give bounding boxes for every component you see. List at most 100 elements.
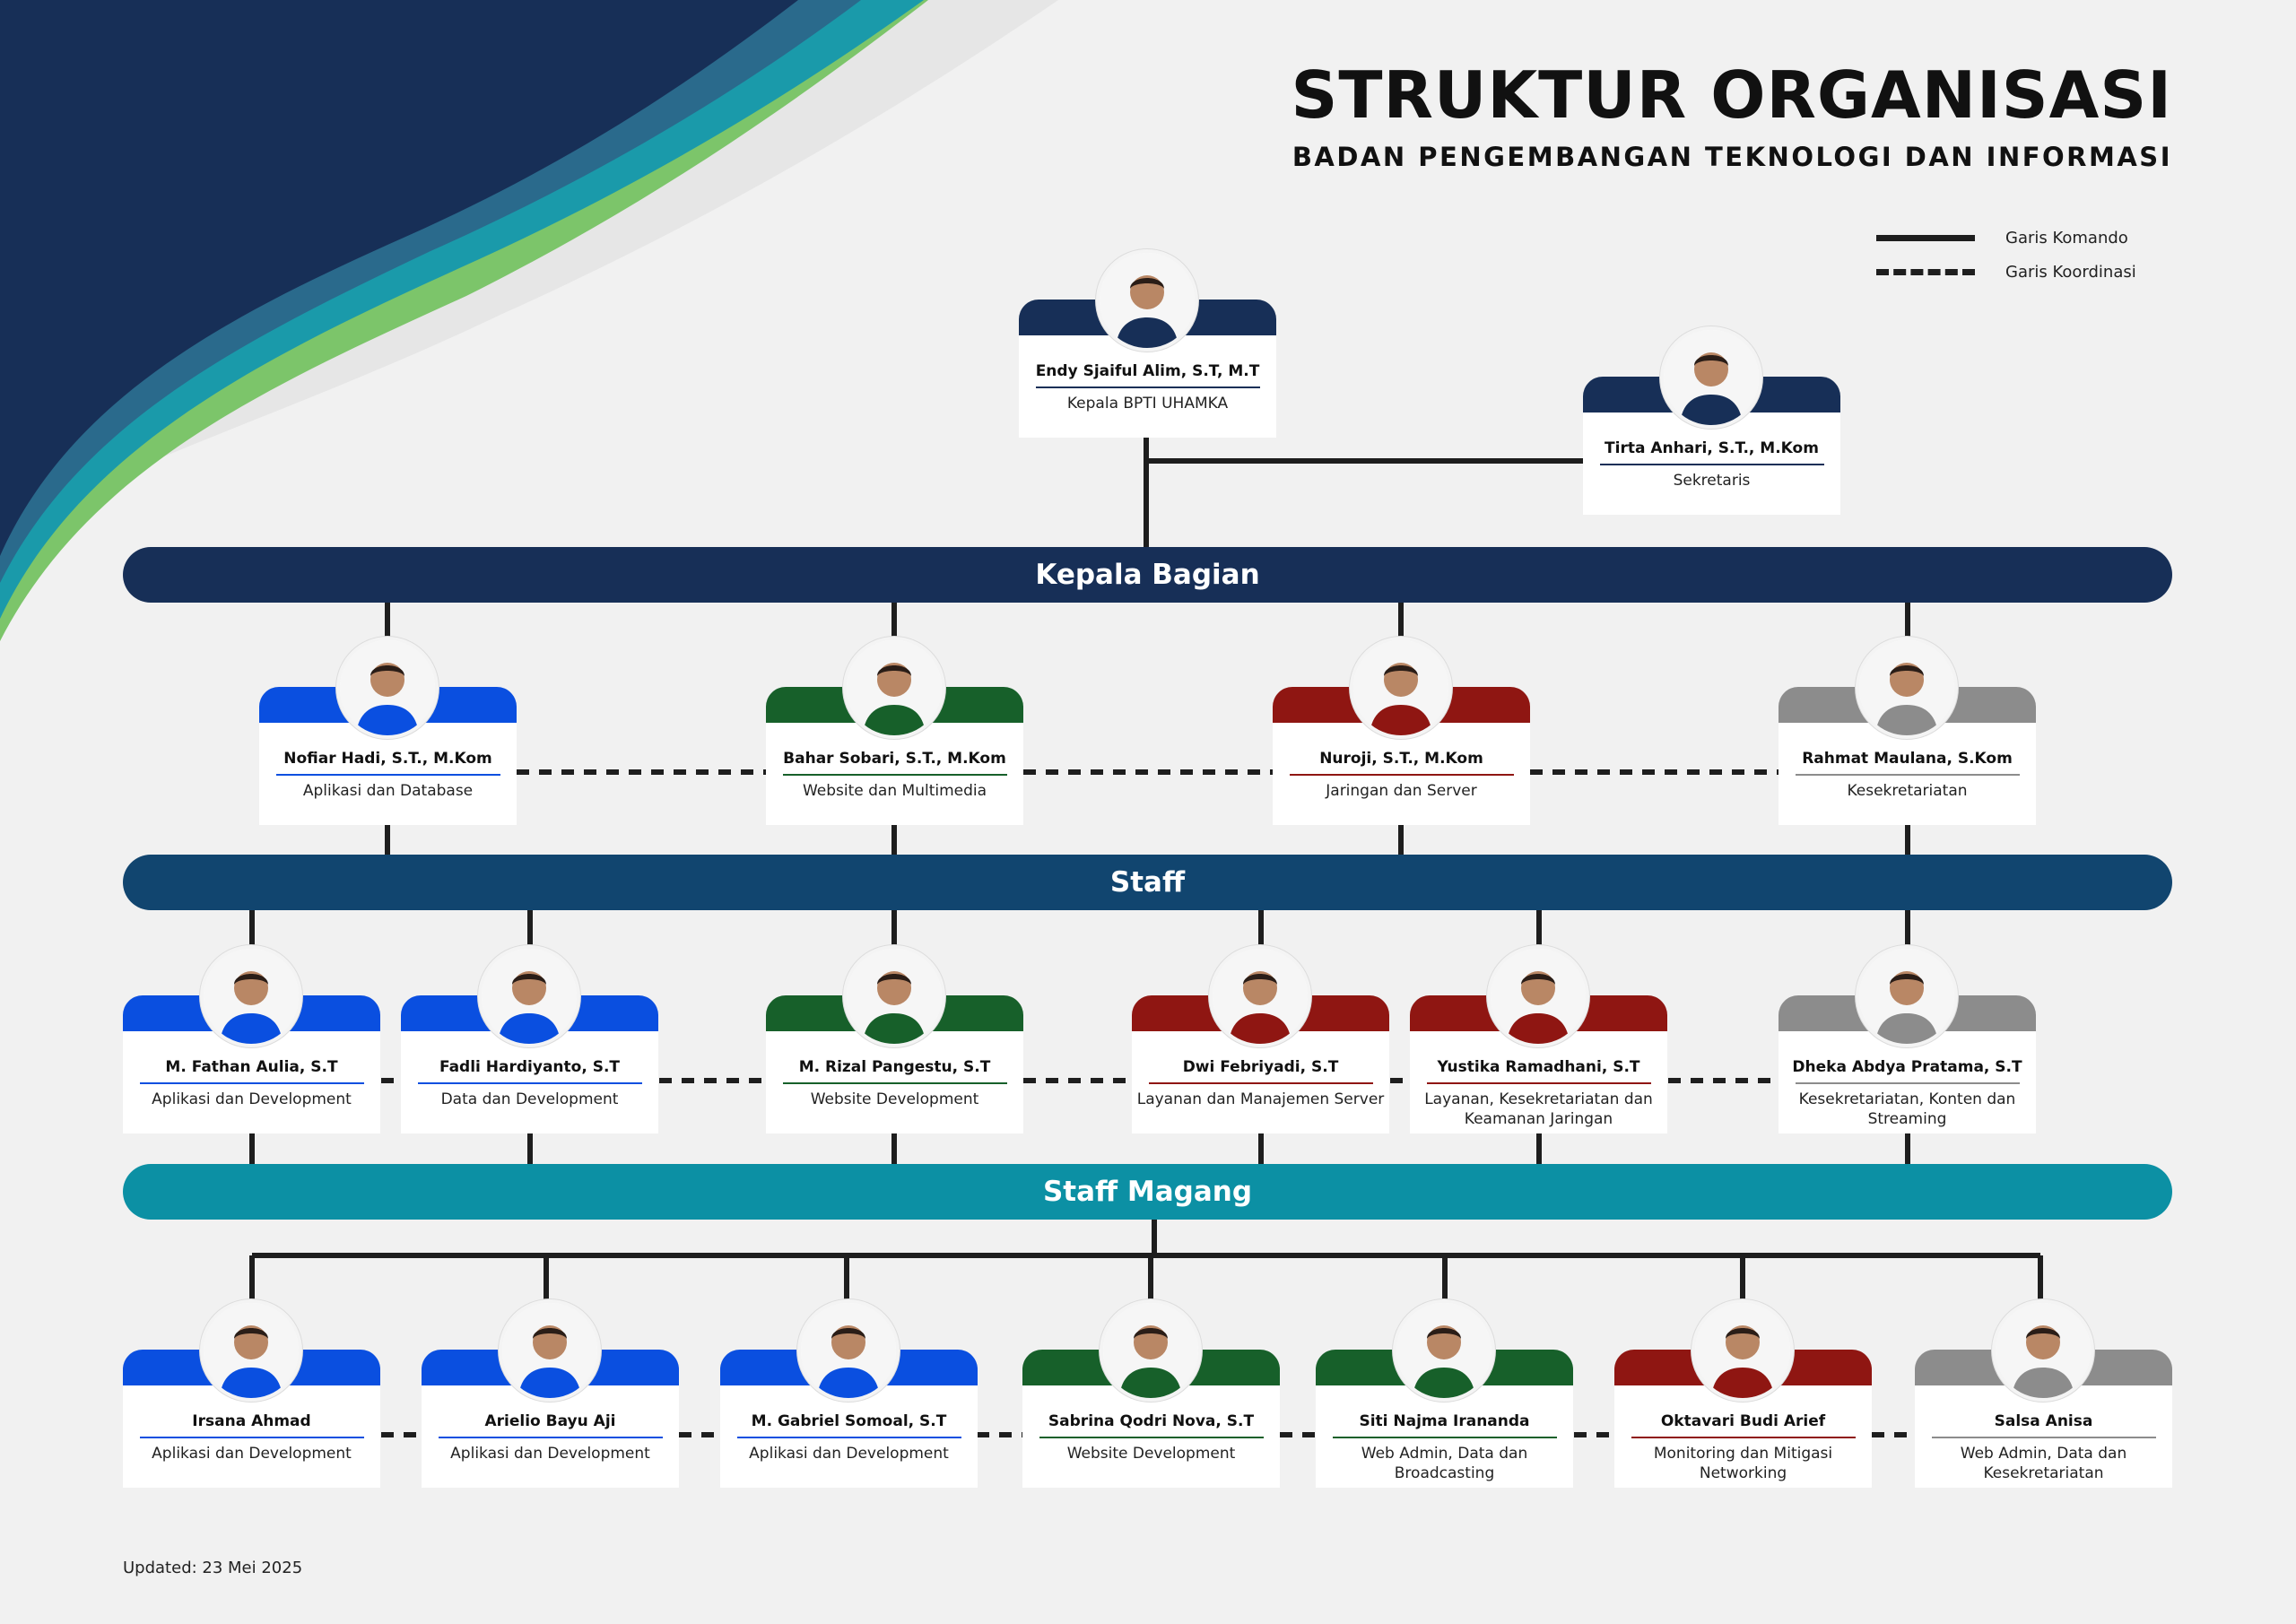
avatar: [1100, 1299, 1202, 1402]
person-role: Web Admin, Data dan Broadcasting: [1361, 1445, 1528, 1482]
avatar: [1393, 1299, 1495, 1402]
person-icon: [847, 949, 942, 1044]
person-role: Monitoring dan Mitigasi Networking: [1653, 1445, 1833, 1482]
person-role: Sekretaris: [1673, 472, 1751, 490]
avatar: [1209, 945, 1311, 1047]
name-divider: [1795, 1082, 2020, 1084]
header: STRUKTUR ORGANISASI BADAN PENGEMBANGAN T…: [1292, 63, 2173, 172]
name-divider: [438, 1437, 663, 1438]
avatar: [1096, 249, 1198, 352]
person-icon: [1353, 640, 1448, 735]
avatar: [1487, 945, 1589, 1047]
person-name: Fadli Hardiyanto, S.T: [439, 1058, 621, 1076]
person-role: Kesekretariatan, Konten dan Streaming: [1798, 1090, 2016, 1128]
person-name: Endy Sjaiful Alim, S.T, M.T: [1035, 362, 1260, 380]
person-name: Oktavari Budi Arief: [1660, 1412, 1826, 1430]
dashed-line-swatch: [1876, 268, 1975, 275]
name-divider: [782, 1082, 1007, 1084]
person-role: Aplikasi dan Development: [749, 1445, 949, 1463]
person-icon: [1103, 1303, 1198, 1398]
person-icon: [1695, 1303, 1790, 1398]
person-role: Website Development: [1066, 1445, 1236, 1463]
person-icon: [1996, 1303, 2091, 1398]
name-divider: [275, 774, 500, 776]
person-name: Arielio Bayu Aji: [484, 1412, 616, 1430]
card-body: Yustika Ramadhani, S.T Layanan, Kesekreta…: [1410, 1031, 1667, 1133]
person-icon: [801, 1303, 896, 1398]
name-divider: [1631, 1437, 1856, 1438]
person-name: Salsa Anisa: [1994, 1412, 2093, 1430]
person-role: Web Admin, Data dan Kesekretariatan: [1960, 1445, 2127, 1482]
person-role: Aplikasi dan Database: [302, 782, 474, 800]
person-icon: [1859, 949, 1954, 1044]
person-name: Dwi Febriyadi, S.T: [1182, 1058, 1339, 1076]
person-name: Bahar Sobari, S.T., M.Kom: [783, 750, 1006, 768]
name-divider: [139, 1082, 364, 1084]
person-name: Nuroji, S.T., M.Kom: [1319, 750, 1483, 768]
person-role: Jaringan dan Server: [1326, 782, 1477, 800]
person-card: M. Gabriel Somoal, S.T Aplikasi dan Devel…: [720, 1299, 978, 1488]
person-card: Endy Sjaiful Alim, S.T, M.T Kepala BPTI U…: [1019, 249, 1276, 438]
legend-command-label: Garis Komando: [2005, 228, 2128, 248]
person-name: M. Fathan Aulia, S.T: [165, 1058, 338, 1076]
person-name: Siti Najma Irananda: [1359, 1412, 1530, 1430]
name-divider: [1426, 1082, 1651, 1084]
person-name: Yustika Ramadhani, S.T: [1437, 1058, 1640, 1076]
person-card: Yustika Ramadhani, S.T Layanan, Kesekreta…: [1410, 945, 1667, 1133]
name-divider: [782, 774, 1007, 776]
person-name: M. Gabriel Somoal, S.T: [751, 1412, 947, 1430]
person-icon: [340, 640, 435, 735]
card-body: Dwi Febriyadi, S.T Layanan dan Manajemen …: [1132, 1031, 1389, 1133]
card-body: M. Gabriel Somoal, S.T Aplikasi dan Devel…: [720, 1385, 978, 1488]
avatar: [1856, 637, 1958, 739]
person-icon: [1664, 330, 1759, 425]
band-staff: Staff: [123, 855, 2172, 910]
person-role: Kepala BPTI UHAMKA: [1066, 395, 1229, 413]
legend-coordination-label: Garis Koordinasi: [2005, 262, 2136, 282]
avatar: [843, 637, 945, 739]
person-icon: [1100, 253, 1195, 348]
person-role: Layanan, Kesekretariatan dan Keamanan Ja…: [1424, 1090, 1653, 1128]
name-divider: [1931, 1437, 2156, 1438]
name-divider: [1148, 1082, 1373, 1084]
card-body: Fadli Hardiyanto, S.T Data dan Developmen…: [401, 1031, 658, 1133]
person-role: Layanan dan Manajemen Server: [1136, 1090, 1385, 1108]
updated-date: Updated: 23 Mei 2025: [123, 1559, 303, 1577]
name-divider: [1795, 774, 2020, 776]
person-role: Data dan Development: [440, 1090, 619, 1108]
avatar: [1692, 1299, 1794, 1402]
person-name: Irsana Ahmad: [192, 1412, 311, 1430]
person-role: Website Development: [810, 1090, 979, 1108]
person-icon: [204, 949, 299, 1044]
avatar: [1660, 326, 1762, 429]
avatar: [1992, 1299, 2094, 1402]
name-divider: [1599, 464, 1824, 465]
person-icon: [204, 1303, 299, 1398]
avatar: [336, 637, 439, 739]
person-icon: [482, 949, 577, 1044]
